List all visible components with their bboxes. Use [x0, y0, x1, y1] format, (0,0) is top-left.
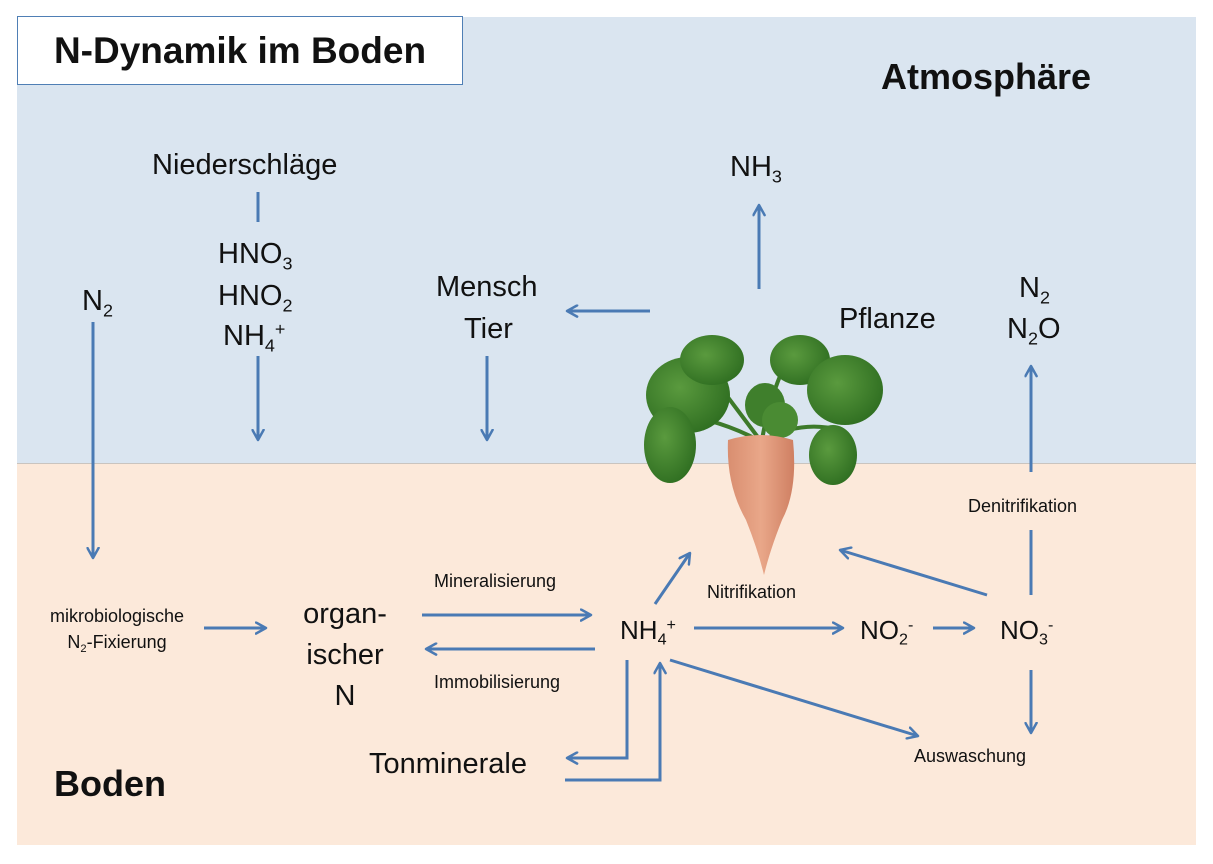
nh4-soil-label: NH4+ [620, 615, 676, 649]
n2-atmo-label: N2 [82, 285, 113, 321]
clay-minerals-label: Tonminerale [369, 748, 527, 780]
nh3-label: NH3 [730, 151, 782, 187]
animal-label: Tier [464, 313, 513, 345]
n2-emission-label: N2 [1019, 272, 1050, 308]
fixation-label-line1: mikrobiologische [49, 606, 185, 626]
mineralization-label: Mineralisierung [434, 571, 557, 591]
human-label: Mensch [436, 271, 538, 303]
organic-n-line3: N [334, 680, 356, 712]
fixation-label-line2: N2-Fixierung [67, 632, 167, 655]
atmosphere-label: Atmosphäre [881, 56, 1092, 97]
nh4-atmo-label: NH4+ [223, 319, 286, 356]
hno3-label: HNO3 [218, 238, 293, 274]
leaching-label: Auswaschung [914, 746, 1027, 766]
soil-label: Boden [54, 763, 166, 804]
arrow-nh4-to-plant [653, 553, 690, 605]
n2o-label: N2O [1007, 313, 1061, 349]
atmosphere-zone [17, 17, 1196, 464]
arrow-clay-to-nh4 [565, 663, 660, 782]
no2-label: NO2- [860, 615, 914, 649]
precipitation-label: Niederschläge [152, 149, 338, 181]
denitrification-label: Denitrifikation [968, 496, 1078, 516]
plant-label: Pflanze [839, 303, 936, 335]
arrow-nh4-leaching [669, 658, 918, 736]
beet-root [727, 435, 795, 575]
diagram-title: N-Dynamik im Boden [53, 29, 427, 71]
immobilization-label: Immobilisierung [434, 672, 561, 692]
no3-label: NO3- [1000, 615, 1054, 649]
title-box: N-Dynamik im Boden [17, 16, 463, 85]
organic-n-line2: ischer [306, 639, 384, 671]
arrow-no3-to-plant [840, 550, 988, 597]
nitrification-label: Nitrifikation [707, 582, 797, 602]
ground-line [17, 463, 1196, 464]
organic-n-line1: organ- [303, 598, 387, 630]
hno2-label: HNO2 [218, 280, 293, 316]
arrow-nh4-to-clay [567, 660, 629, 758]
